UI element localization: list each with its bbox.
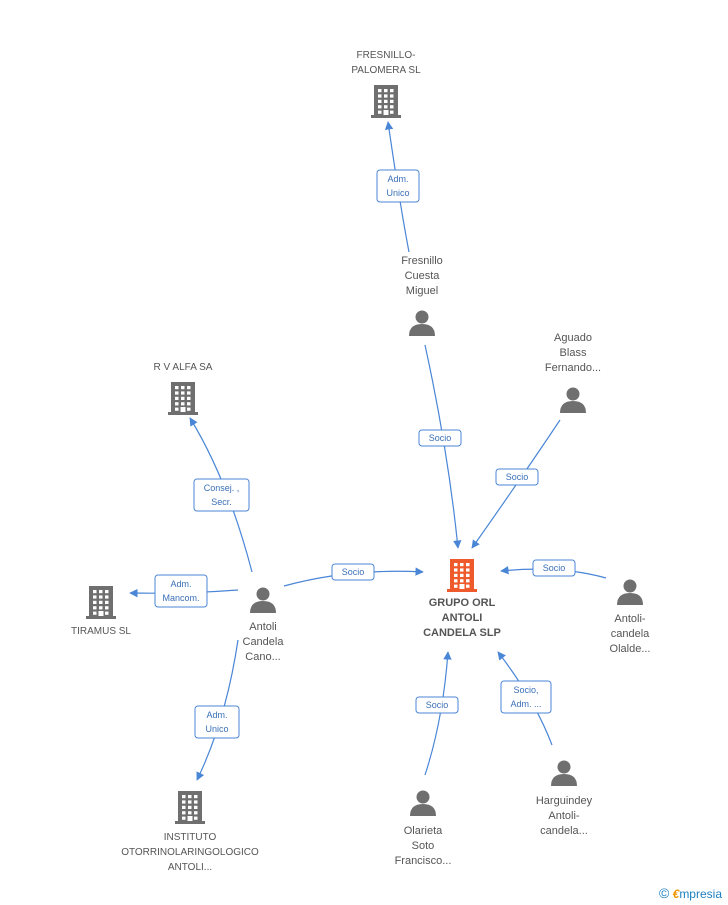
node-label: candela bbox=[611, 628, 650, 640]
edge-label-box[interactable] bbox=[415, 696, 459, 714]
node-label: Fresnillo bbox=[401, 255, 443, 267]
edge-line bbox=[424, 344, 462, 549]
node-label: Antoli- bbox=[614, 613, 646, 625]
node-label: GRUPO ORL bbox=[429, 597, 496, 609]
edge-label-text: Adm. bbox=[206, 710, 227, 720]
edge-antoli_olalde-to-grupo[interactable]: Socio bbox=[500, 559, 607, 579]
node-label: Aguado bbox=[554, 332, 592, 344]
node-label: candela... bbox=[540, 825, 588, 837]
edge-label-text: Socio bbox=[543, 563, 566, 573]
edge-label-text: Adm. bbox=[170, 579, 191, 589]
node-label: FRESNILLO- bbox=[357, 50, 416, 61]
node-label: INSTITUTO bbox=[164, 832, 217, 843]
edge-label-text: Unico bbox=[205, 724, 228, 734]
edge-line bbox=[424, 651, 452, 776]
edge-label-box[interactable] bbox=[193, 478, 250, 512]
edge-antoli_cano-to-rv_alfa[interactable]: Consej. , Secr. bbox=[189, 417, 253, 573]
node-label: Olalde... bbox=[610, 643, 651, 655]
edge-olarieta-to-grupo[interactable]: Socio bbox=[415, 651, 459, 776]
node-label: PALOMERA SL bbox=[351, 65, 421, 76]
edge-antoli_cano-to-grupo[interactable]: Socio bbox=[283, 563, 424, 587]
edge-antoli_cano-to-tiramus[interactable]: Adm. Mancom. bbox=[129, 574, 239, 608]
node-instituto[interactable]: INSTITUTO OTORRINOLARINGOLOGICO ANTOLI... bbox=[121, 791, 259, 873]
edge-label-box[interactable] bbox=[495, 468, 539, 486]
node-label: CANDELA SLP bbox=[423, 627, 501, 639]
node-label: Blass bbox=[560, 347, 587, 359]
edge-label-text: Mancom. bbox=[162, 593, 199, 603]
edge-label-box[interactable] bbox=[532, 559, 576, 577]
node-label: Olarieta bbox=[404, 825, 443, 837]
node-tiramus[interactable]: TIRAMUS SL bbox=[71, 586, 131, 637]
node-label: Candela bbox=[243, 636, 285, 648]
building-icon bbox=[175, 791, 205, 824]
edge-label-text: Socio bbox=[342, 567, 365, 577]
person-icon bbox=[551, 760, 577, 786]
node-label: Harguindey bbox=[536, 795, 593, 807]
node-label: Cuesta bbox=[405, 270, 441, 282]
edge-fresnillo_cuesta-to-grupo[interactable]: Socio bbox=[418, 344, 462, 549]
node-aguado[interactable]: AguadoBlassFernando... bbox=[545, 332, 601, 413]
edge-label-box[interactable] bbox=[418, 429, 462, 447]
brand-name: mpresia bbox=[679, 887, 722, 901]
node-label: OTORRINOLARINGOLOGICO bbox=[121, 847, 259, 858]
edge-antoli_cano-to-instituto[interactable]: Adm. Unico bbox=[194, 639, 240, 781]
node-grupo[interactable]: GRUPO ORL ANTOLI CANDELA SLP bbox=[423, 559, 501, 639]
edge-label-text: Unico bbox=[386, 188, 409, 198]
footer-brand[interactable]: © €mpresia bbox=[659, 885, 722, 901]
edge-label-text: Adm. ... bbox=[510, 699, 541, 709]
node-label: ANTOLI... bbox=[168, 862, 212, 873]
edge-label-box[interactable] bbox=[331, 563, 375, 581]
node-fresnillo-palomera[interactable]: FRESNILLO- PALOMERA SL bbox=[351, 50, 421, 118]
edge-label-text: Adm. bbox=[387, 174, 408, 184]
building-icon bbox=[447, 559, 477, 592]
person-icon bbox=[409, 310, 435, 336]
node-rv-alfa[interactable]: R V ALFA SA bbox=[154, 362, 213, 415]
edge-label-text: Socio bbox=[429, 433, 452, 443]
copyright-symbol: © bbox=[658, 885, 670, 901]
person-icon bbox=[410, 790, 436, 816]
person-icon bbox=[250, 587, 276, 613]
building-icon bbox=[86, 586, 116, 619]
edge-label-text: Secr. bbox=[211, 497, 232, 507]
brand-e-logo: € bbox=[672, 887, 680, 901]
node-label: Soto bbox=[412, 840, 435, 852]
node-olarieta[interactable]: OlarietaSotoFrancisco... bbox=[395, 790, 452, 868]
person-icon bbox=[560, 387, 586, 413]
node-label: Francisco... bbox=[395, 855, 452, 867]
node-label: ANTOLI bbox=[442, 612, 483, 624]
node-label: R V ALFA SA bbox=[154, 362, 213, 373]
edge-label-box[interactable] bbox=[500, 680, 552, 714]
person-icon bbox=[617, 579, 643, 605]
edge-harguindey-to-grupo[interactable]: Socio, Adm. ... bbox=[497, 651, 553, 746]
node-label: Antoli bbox=[249, 621, 277, 633]
node-antoli-olalde[interactable]: Antoli-candelaOlalde... bbox=[610, 579, 651, 656]
edge-aguado-to-grupo[interactable]: Socio bbox=[471, 419, 561, 549]
edge-label-text: Socio bbox=[426, 700, 449, 710]
node-label: Cano... bbox=[245, 651, 280, 663]
node-label: Fernando... bbox=[545, 362, 601, 374]
edge-fresnillo_cuesta-to-fresnillo_palomera[interactable]: Adm. Unico bbox=[376, 121, 420, 253]
node-label: TIRAMUS SL bbox=[71, 626, 131, 637]
node-label: Antoli- bbox=[548, 810, 580, 822]
edge-label-text: Consej. , bbox=[204, 483, 240, 493]
building-icon bbox=[371, 85, 401, 118]
building-icon bbox=[168, 382, 198, 415]
edge-label-text: Socio, bbox=[513, 685, 538, 695]
edge-label-text: Socio bbox=[506, 472, 529, 482]
node-antoli-cano[interactable]: AntoliCandelaCano... bbox=[243, 587, 285, 664]
nodes-layer: GRUPO ORL ANTOLI CANDELA SLP FRESNILLO- PALO… bbox=[71, 50, 650, 873]
edge-label-box[interactable] bbox=[154, 574, 208, 608]
node-label: Miguel bbox=[406, 285, 438, 297]
edge-label-box[interactable] bbox=[376, 169, 420, 203]
edge-label-box[interactable] bbox=[194, 705, 240, 739]
node-harguindey[interactable]: HarguindeyAntoli-candela... bbox=[536, 760, 593, 838]
